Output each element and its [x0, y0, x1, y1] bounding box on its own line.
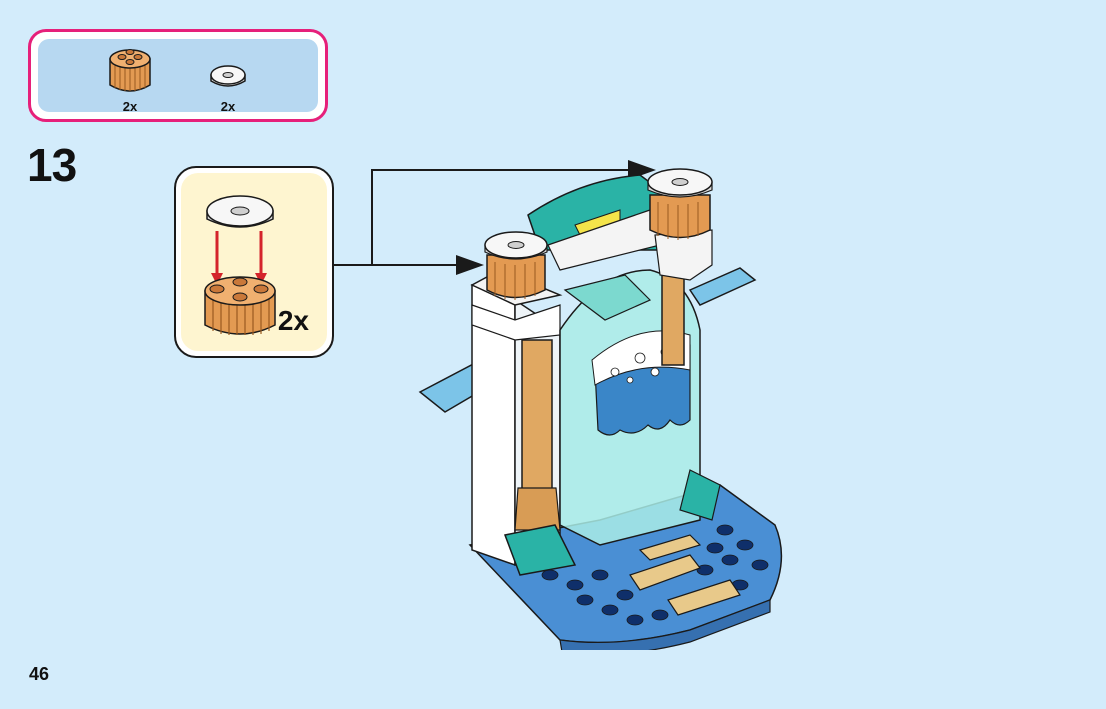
round-tile-2x2-icon — [210, 65, 246, 87]
sub-assembly-illustration — [204, 195, 276, 335]
placed-round-brick-left — [484, 231, 548, 300]
model-illustration — [334, 160, 783, 650]
assembly-arrows — [211, 231, 267, 285]
page-number: 46 — [29, 664, 50, 684]
right-wing — [688, 267, 757, 306]
placed-round-brick-right — [647, 168, 713, 281]
part-quantity: 2x — [220, 99, 236, 114]
tan-tiles — [629, 534, 741, 616]
part-round-tile: 2x — [198, 43, 258, 121]
round-brick-2x2-icon — [109, 49, 151, 92]
parts-list-box: 2x 2x — [28, 29, 328, 122]
part-quantity: 2x — [122, 99, 138, 114]
step-number: 13 — [27, 139, 77, 191]
parts-list-panel: 2x 2x — [38, 39, 318, 114]
part-round-brick: 2x — [100, 43, 160, 121]
callout-quantity: 2x — [277, 305, 309, 336]
sub-assembly-callout: 2x — [174, 166, 334, 358]
callout-panel: 2x — [181, 173, 327, 351]
